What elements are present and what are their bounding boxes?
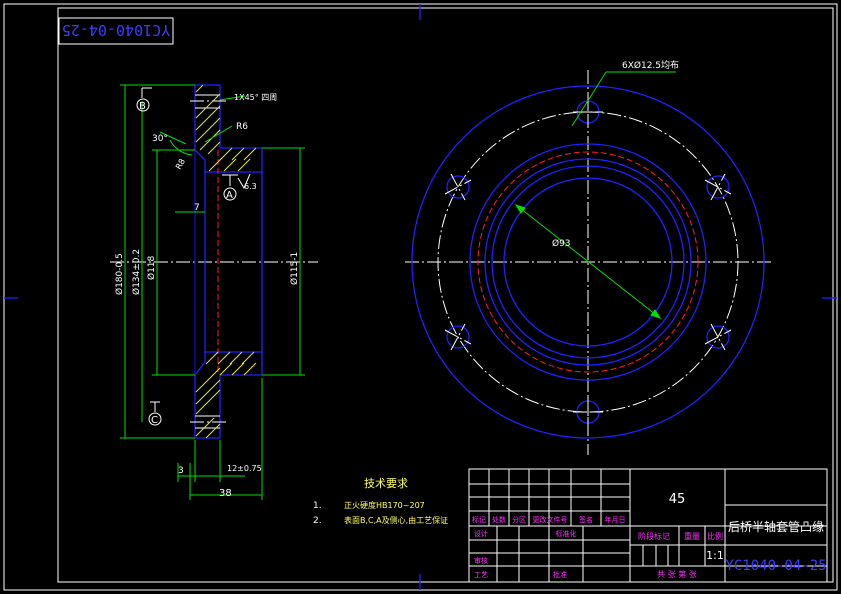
fillet-r6: R6 (236, 122, 248, 132)
frame-tick-marks (4, 4, 837, 590)
mirrored-part-number: YC1040-04-25 (62, 21, 170, 39)
chamfer-note: 1X45° 四周 (234, 93, 277, 102)
dim-bc134: Ø134±0.2 (131, 249, 142, 295)
tech-item-2-num: 2. (313, 516, 322, 526)
part-name: 后桥半轴套管凸缘 (728, 519, 824, 534)
fillet-r8: R8 (174, 157, 187, 171)
roughness: 6.3 (244, 182, 257, 191)
standardize-label: 标准化 (556, 529, 577, 538)
front-view (405, 70, 772, 455)
title-block (468, 468, 828, 583)
design-label: 设计 (474, 529, 488, 538)
tech-item-1-text: 正火硬度HB170~207 (344, 500, 425, 510)
tech-item-2-text: 表面B,C,A及侧心,由工艺保证 (344, 515, 448, 525)
col-label-2: 分区 (512, 515, 526, 524)
scale-value: 1:1 (706, 549, 724, 562)
review-label: 审核 (474, 556, 488, 565)
col-label-3: 更改文件号 (533, 515, 568, 524)
holes-note: 6XØ12.5均布 (622, 59, 679, 71)
col-label-5: 年月日 (605, 515, 626, 524)
dim-115: Ø115-1 (289, 252, 300, 285)
section-view (110, 84, 318, 500)
datum-b: B (139, 101, 146, 112)
scale-label: 比例 (707, 531, 723, 541)
col-label-1: 处数 (492, 515, 506, 524)
mirrored-number-box (58, 17, 174, 45)
dim-od180: Ø180-0.5 (114, 253, 125, 295)
dim-7: 7 (194, 203, 200, 213)
col-label-4: 签名 (579, 515, 593, 524)
angle-30: 30° (152, 134, 168, 144)
dim-3: 3 (178, 466, 184, 476)
weight-label: 重量 (684, 531, 700, 541)
tech-title: 技术要求 (364, 477, 408, 490)
sheets-label: 共 张 第 张 (657, 569, 697, 579)
col-label-0: 标记 (472, 515, 486, 524)
dim-12: 12±0.75 (227, 464, 262, 473)
process-label: 工艺 (474, 571, 488, 579)
inner-frame (57, 7, 834, 583)
tech-item-1-num: 1. (313, 501, 322, 511)
dim-93: Ø93 (552, 238, 571, 249)
material: 45 (669, 492, 686, 507)
part-number: YC1040-04-25 (725, 558, 826, 574)
datum-a: A (226, 190, 233, 201)
datum-c: C (151, 415, 158, 426)
approve-label: 批准 (553, 570, 567, 579)
dim-118: Ø118 (146, 255, 157, 280)
dim-38: 38 (219, 488, 232, 499)
stage-mark-label: 阶段标记 (638, 531, 670, 541)
